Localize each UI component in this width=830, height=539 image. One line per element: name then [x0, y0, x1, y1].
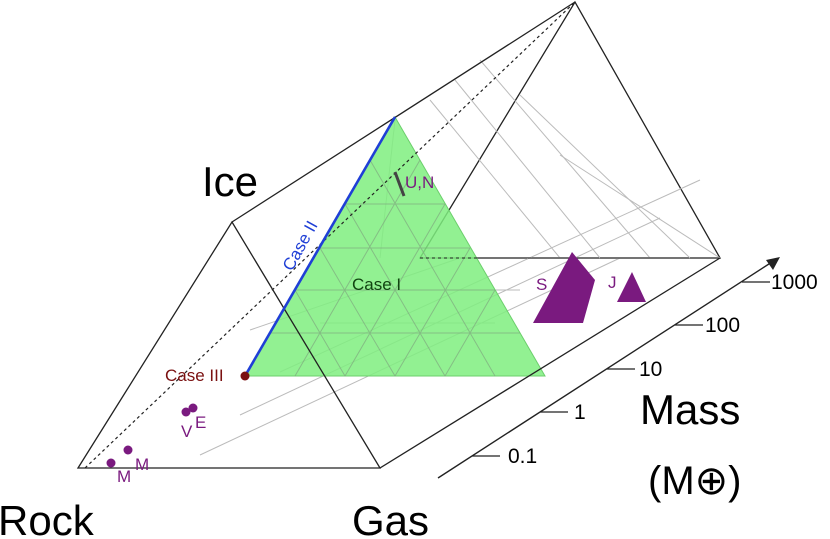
earth-label: E	[195, 413, 206, 432]
case1-label: Case I	[352, 275, 401, 294]
prism-outline	[76, 1, 721, 469]
jupiter-label: J	[608, 273, 617, 292]
corner-label-gas: Gas	[352, 497, 429, 539]
mass-tick-100: 100	[705, 314, 740, 337]
mass-dashed-axis	[84, 1, 576, 469]
green-grid-lines	[270, 159, 520, 377]
venus-dot	[181, 407, 191, 417]
mass-axis-label: Mass	[640, 386, 740, 433]
mass-axis-ticks	[472, 281, 770, 457]
mass-axis-unit: (M⊕)	[648, 459, 741, 503]
un-marker	[393, 171, 406, 197]
case2-line	[243, 116, 397, 377]
un-label: U,N	[405, 173, 434, 192]
mass-tick-10: 10	[639, 358, 662, 381]
mass-axis	[437, 257, 780, 479]
mercury-dot	[106, 458, 116, 468]
corner-label-rock: Rock	[0, 497, 95, 539]
jupiter-region	[617, 272, 646, 302]
mass-tick-0-1: 0.1	[508, 445, 537, 468]
mercury-label: M	[117, 467, 131, 486]
mars-label: M	[135, 455, 149, 474]
case3-point	[240, 371, 250, 381]
back-triangle	[418, 0, 722, 259]
mass-tick-1000: 1000	[771, 271, 818, 294]
saturn-label: S	[536, 275, 547, 294]
venus-label: V	[181, 422, 193, 441]
mass-tick-1: 1	[574, 401, 586, 424]
corner-label-ice: Ice	[202, 158, 258, 205]
case3-label: Case III	[165, 366, 224, 385]
mars-dot	[123, 445, 133, 455]
earth-dot	[188, 403, 198, 413]
saturn-region	[533, 252, 595, 323]
